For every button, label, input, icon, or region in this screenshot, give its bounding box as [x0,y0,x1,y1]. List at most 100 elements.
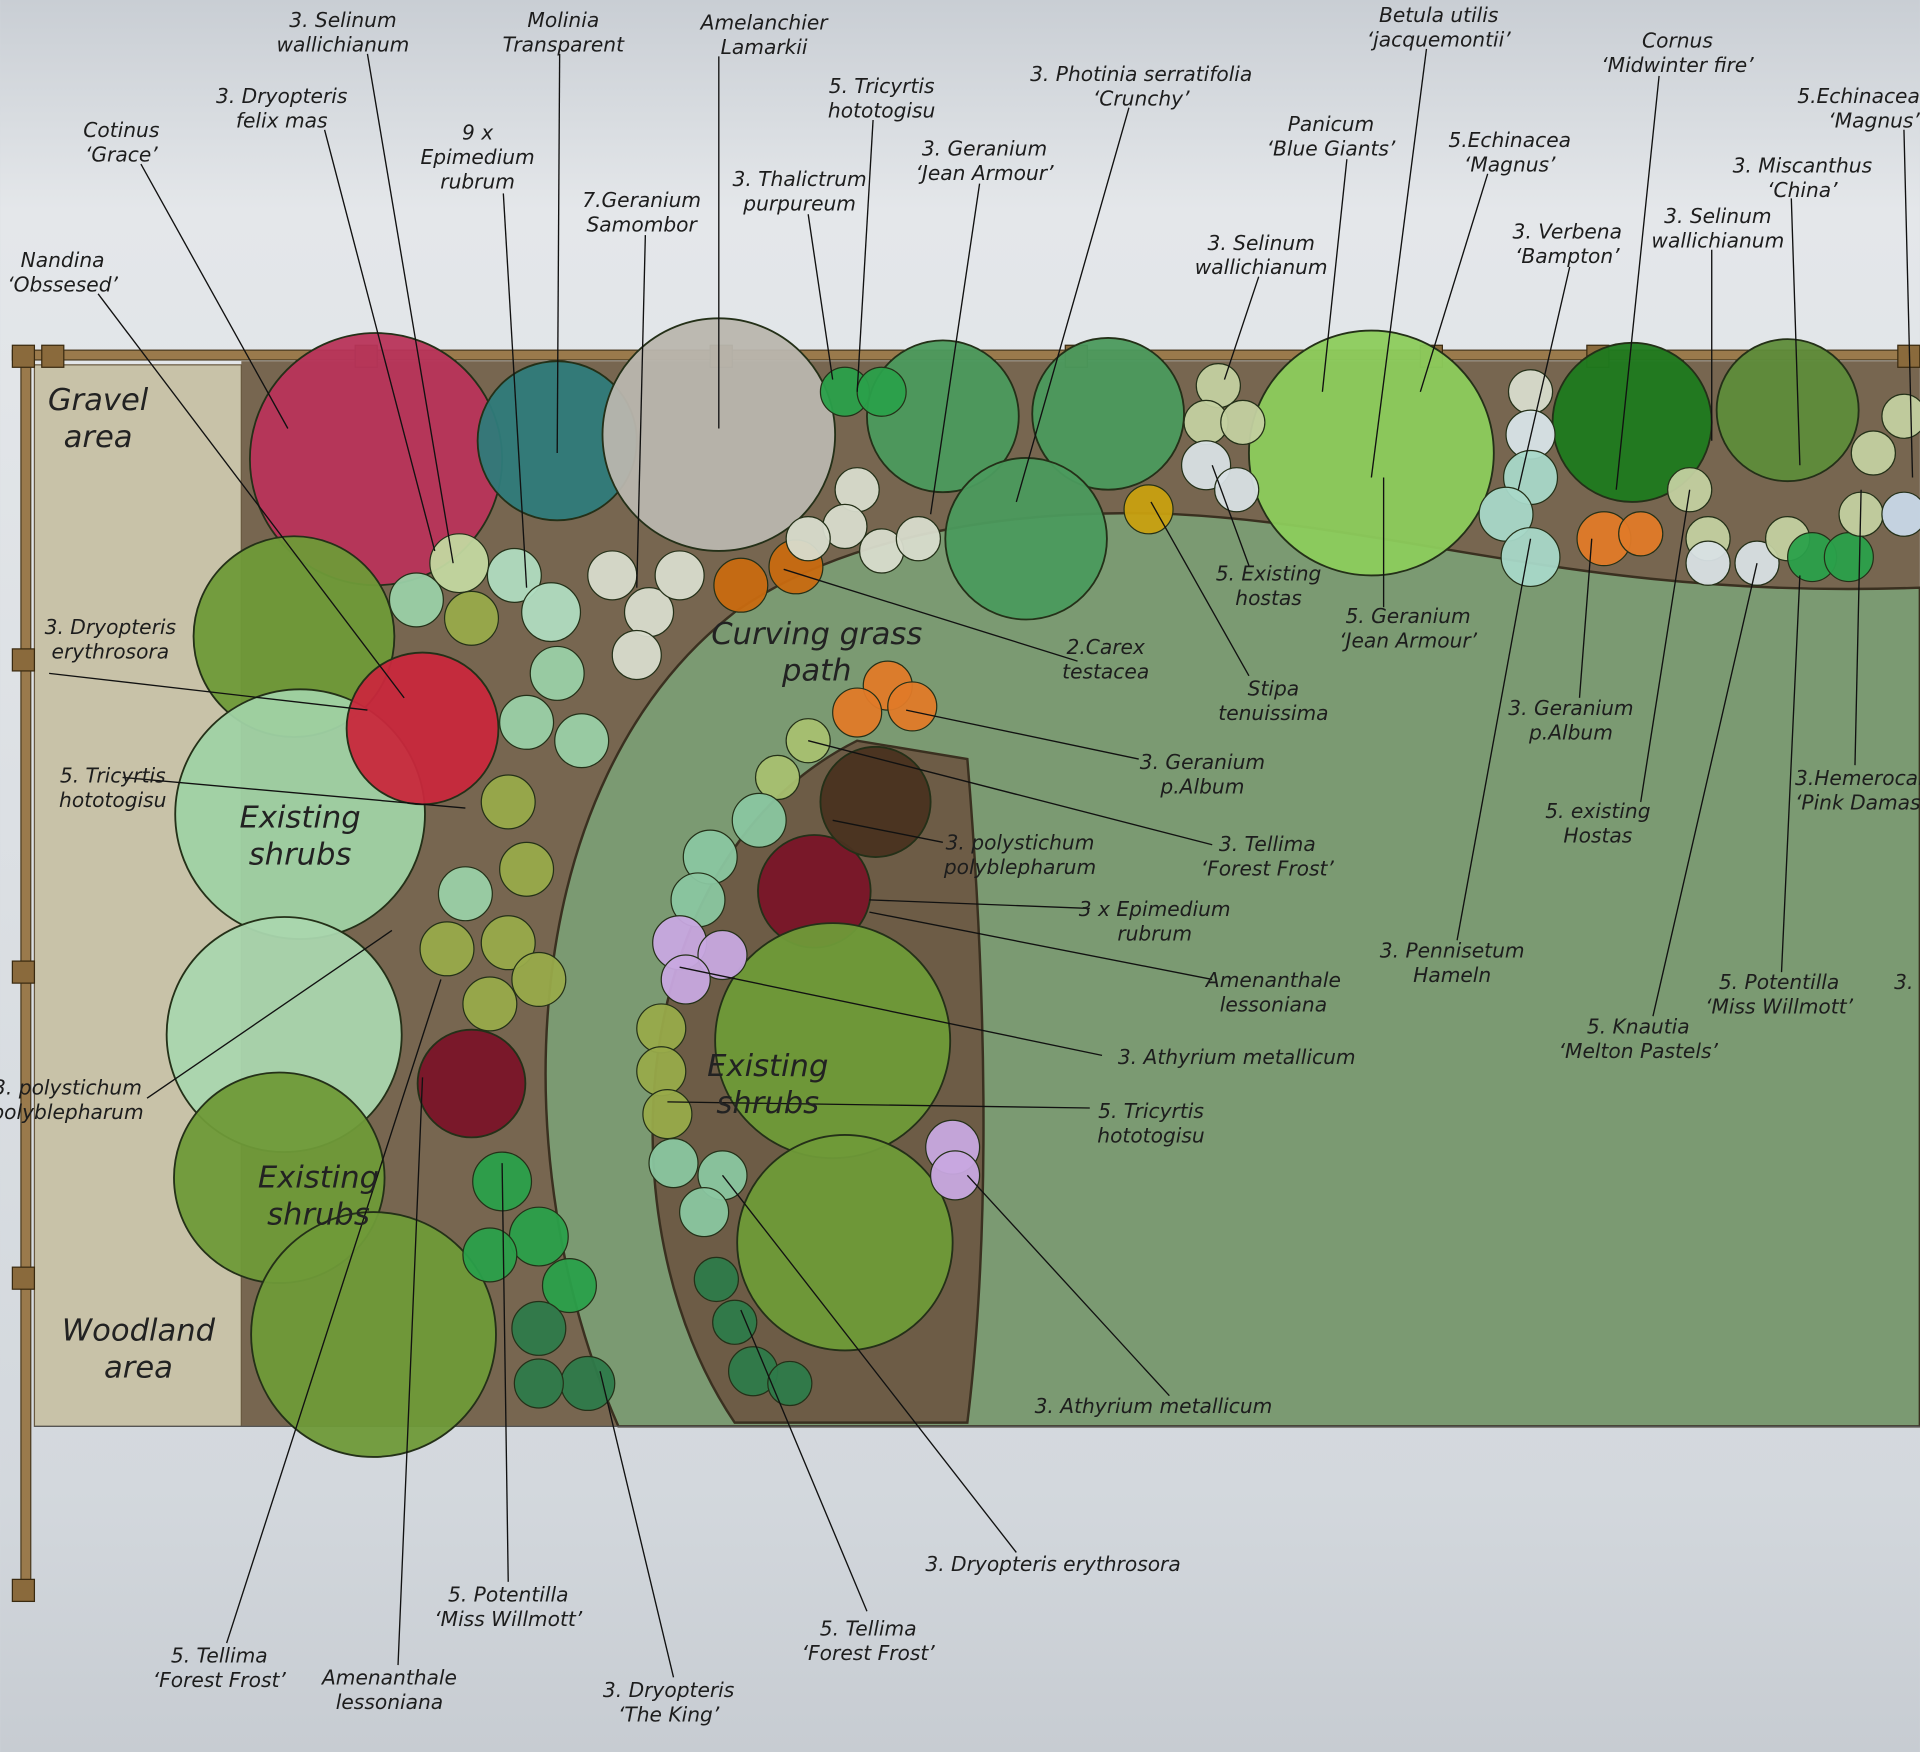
fence-post [11,1578,36,1603]
leader-line [1790,198,1801,466]
leader-line [721,1174,1017,1553]
area-label-line: Gravel [48,383,149,418]
plant-label-line: hototogisu [1097,1123,1204,1147]
plant-symbol [511,1300,567,1356]
area-label-line: shrubs [267,1197,370,1232]
plant-label-line: Hostas [1563,823,1632,847]
plant-label-line: ‘Grace’ [85,143,158,167]
plant-label-line: 5. existing [1545,799,1650,823]
plant-symbol [1715,338,1860,483]
plant-label: 3. [1894,970,1913,994]
plant-label-line: Epimedium [421,145,535,169]
leader-line [1780,575,1801,973]
leader-line [667,1101,1090,1109]
plant-symbol [1881,491,1920,537]
leader-line [1903,129,1914,478]
area-label-line: area [64,420,133,455]
plant-symbol [560,1355,616,1412]
plant-symbol [895,516,942,562]
leader-line [1015,107,1130,503]
plant-symbol [388,572,444,628]
area-label-line: Existing [239,801,360,836]
plant-label-line: testacea [1062,659,1149,683]
leader-line [599,1371,675,1678]
plant-label-line: ‘Crunchy’ [1093,86,1190,110]
plant-label-line: 5. Tricyrtis [1098,1099,1204,1123]
plant-label-line: 5. Tricyrtis [60,763,166,787]
plant-symbol [554,713,610,769]
plant-symbol [930,1150,981,1201]
plant-label: 5. Geranium‘Jean Armour’ [1339,604,1478,652]
plant-label-line: polyblepharum [0,1100,144,1124]
plant-symbol [480,774,536,830]
leader-line [97,293,405,699]
plant-symbol [250,1211,497,1458]
plant-label-line: ‘Forest Frost’ [1201,856,1335,880]
plant-label-line: hostas [1235,586,1302,610]
plant-label-line: Betula utilis [1379,3,1499,27]
leader-lines [49,48,1914,1678]
plant-label-line: ‘Blue Giants’ [1267,136,1396,160]
leader-line [146,929,393,1099]
plant-label-line: rubrum [440,170,515,194]
plant-label-line: erythrosora [52,640,170,664]
leader-line [808,740,1213,846]
plant-label-line: 5. Potentilla [448,1582,568,1606]
plant-label-line: wallichianum [1195,255,1328,279]
plant-symbol [1507,369,1554,415]
leader-line [122,776,466,809]
plant-label-line: purpureum [742,192,856,216]
plant-label-line: felix mas [236,108,328,132]
plant-symbol [429,533,490,594]
leader-line [1854,489,1862,766]
plant-label-line: 3. Dryopteris erythrosora [925,1552,1180,1576]
leader-line [1150,501,1250,677]
leader-line [397,1077,424,1666]
plant-label-line: wallichianum [277,32,410,56]
leader-line [1211,465,1250,566]
plant-symbol [731,792,787,848]
plant-label: 3. Photinia serratifolia‘Crunchy’ [1030,62,1252,110]
plant-symbol [866,339,1020,494]
plant-symbol [697,929,748,981]
plant-label: 3. Tellima‘Forest Frost’ [1201,832,1335,880]
plant-label-line: lessoniana [1220,992,1327,1016]
plant-symbol [345,651,500,806]
plant-symbol [443,590,500,646]
plant-label-line: ‘Magnus’ [1828,108,1920,132]
plant-symbol [636,1046,687,1097]
plant-label-line: 3. Miscanthus [1733,154,1873,178]
plant-label: Cornus‘Midwinter fire’ [1601,29,1754,77]
plant-symbol [508,1206,569,1267]
plant-label-line: 3. [1894,970,1913,994]
plant-label: 5.Echinacea‘Magnus’ [1448,128,1571,176]
plant-symbol [714,922,952,1160]
area-label-line: area [104,1350,173,1385]
leader-line [1640,489,1691,803]
plant-symbol [486,547,542,603]
plant-symbol [499,694,555,750]
plant-symbol [611,629,662,681]
leader-line [502,193,528,588]
plant-symbol [785,516,831,562]
plant-label-line: 3. Dryopteris [45,615,177,639]
plant-label-line: Amenanthale [1204,968,1341,992]
leader-line [905,709,1139,760]
leader-line [1578,538,1593,698]
plant-symbol [660,954,711,1005]
plant-label-line: Panicum [1288,112,1375,136]
plant-label-line: Transparent [503,32,625,56]
plant-label-line: ‘Pink Damask’ [1795,790,1920,814]
leader-line [556,53,561,454]
plant-label-line: 3. Thalictrum [733,167,867,191]
plant-label-line: Stipa [1248,676,1300,700]
plant-label-line: 5. Knautia [1587,1014,1690,1038]
